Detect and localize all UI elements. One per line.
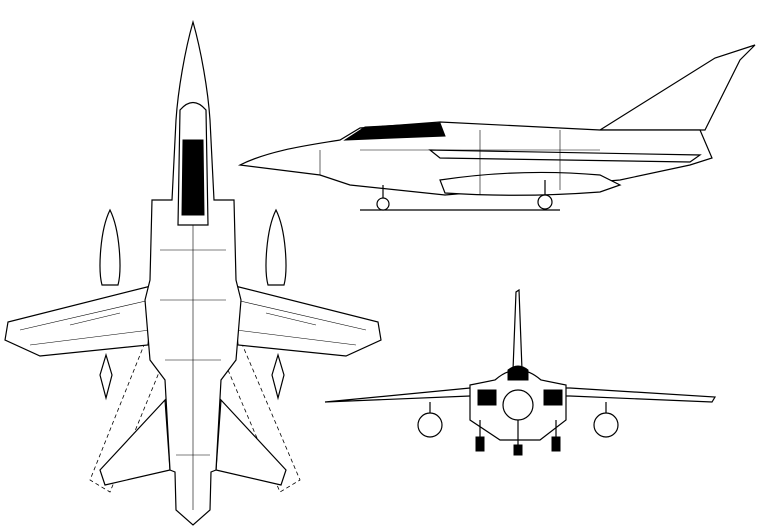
main-wheel [537,194,553,210]
nose-wheel [376,197,390,211]
cockpit-glass [181,139,205,216]
side-view [237,44,756,211]
right-drop-tank [265,208,287,286]
front-right-wheel [551,436,561,452]
swept-wing-outline-left [89,329,161,493]
left-underwing-tank [417,412,443,438]
left-pylon-store [99,352,113,401]
right-underwing-tank [593,412,619,438]
front-nose-wheel [513,444,523,456]
left-drop-tank [99,208,121,286]
swept-wing-outline-right [227,329,301,493]
front-left-wheel [475,436,485,452]
side-canopy [343,122,446,141]
side-drop-tank [439,171,622,196]
right-pylon-store [271,352,285,401]
front-nose [502,389,534,421]
front-view [324,288,717,456]
top-view [4,19,382,526]
side-wing [428,149,702,163]
